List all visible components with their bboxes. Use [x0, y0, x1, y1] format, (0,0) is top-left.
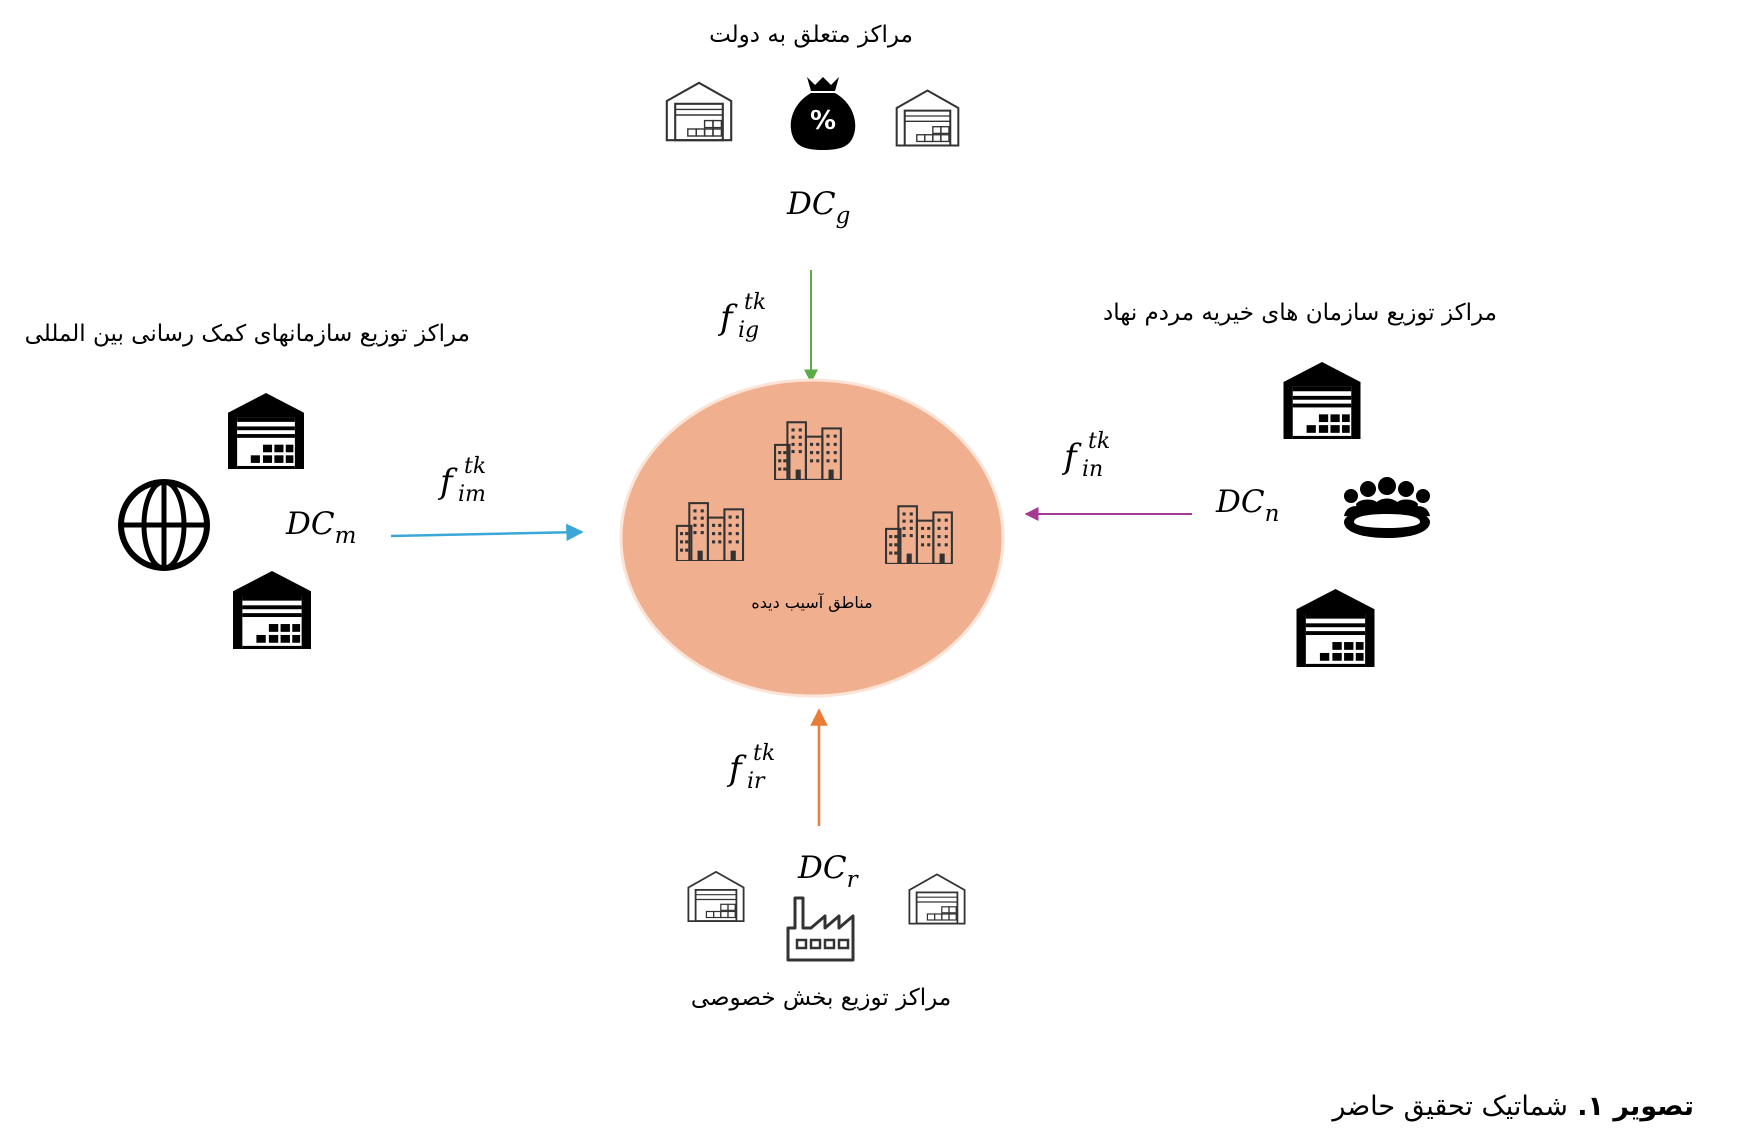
private-centers-title: مراکز توزیع بخش خصوصی	[690, 985, 952, 1011]
city-buildings-icon	[674, 499, 748, 561]
warehouse-icon	[664, 78, 734, 145]
figure-caption-text: شماتیک تحقیق حاضر	[1332, 1091, 1568, 1122]
warehouse-icon	[226, 393, 306, 469]
warehouse-icon	[686, 868, 746, 925]
dc-government-label: DCg	[787, 186, 851, 229]
globe-icon	[116, 477, 212, 573]
warehouse-icon	[231, 571, 313, 649]
ngo-centers-title: مراکز توزیع سازمان های خیریه مردم نهاد	[1102, 300, 1497, 326]
warehouse-icon	[1295, 589, 1376, 667]
figure-caption-label: تصویر ۱.	[1577, 1091, 1694, 1122]
money-bag-percent-icon: %	[787, 75, 859, 150]
factory-icon	[785, 892, 855, 962]
affected-area-ellipse	[619, 378, 1005, 698]
flow-label-government: f tk ig	[720, 290, 767, 343]
flow-label-private: f tk ir	[729, 741, 776, 794]
flow-arrow-international	[390, 523, 584, 542]
people-group-icon	[1342, 476, 1432, 538]
city-buildings-icon	[884, 502, 956, 564]
warehouse-icon	[907, 870, 967, 928]
figure-caption: تصویر ۱. شماتیک تحقیق حاضر	[1310, 1091, 1694, 1122]
svg-text:%: %	[810, 106, 836, 136]
city-buildings-icon	[773, 418, 845, 480]
warehouse-icon	[1282, 362, 1362, 439]
government-centers-title: مراکز متعلق به دولت	[709, 22, 913, 48]
flow-label-international: f tk im	[440, 454, 487, 507]
affected-area-label: مناطق آسیب دیده	[751, 593, 873, 612]
international-centers-title: مراکز توزیع سازمانهای کمک رسانی بین المل…	[24, 321, 470, 347]
dc-ngo-label: DCn	[1216, 484, 1280, 527]
dc-private-label: DCr	[798, 850, 858, 893]
flow-label-ngo: f tk in	[1064, 429, 1111, 482]
warehouse-icon	[894, 86, 961, 150]
dc-international-label: DCm	[286, 506, 357, 549]
